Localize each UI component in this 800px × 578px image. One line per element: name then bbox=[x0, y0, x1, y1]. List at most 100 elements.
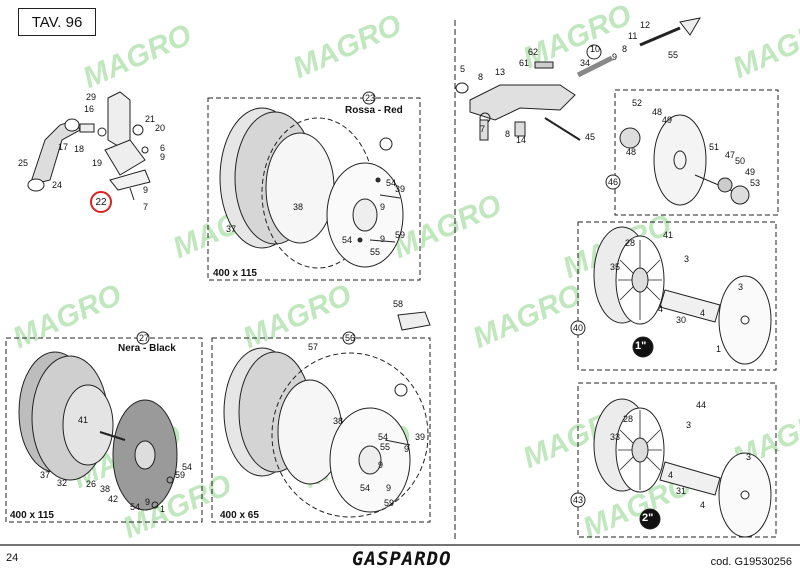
svg-text:9: 9 bbox=[380, 234, 385, 244]
table-title: TAV. 96 bbox=[18, 8, 96, 36]
svg-text:5: 5 bbox=[460, 64, 465, 74]
svg-text:4: 4 bbox=[700, 500, 705, 510]
svg-text:20: 20 bbox=[155, 123, 165, 133]
svg-text:9: 9 bbox=[378, 460, 383, 470]
svg-text:1: 1 bbox=[716, 344, 721, 354]
svg-text:48: 48 bbox=[626, 147, 636, 157]
svg-text:41: 41 bbox=[663, 230, 673, 240]
svg-text:37: 37 bbox=[226, 224, 236, 234]
svg-text:61: 61 bbox=[519, 58, 529, 68]
svg-text:34: 34 bbox=[580, 58, 590, 68]
panel-number-23: 23 bbox=[365, 93, 376, 103]
svg-text:54: 54 bbox=[182, 462, 192, 472]
svg-text:50: 50 bbox=[735, 156, 745, 166]
svg-text:32: 32 bbox=[57, 478, 67, 488]
svg-text:9: 9 bbox=[143, 185, 148, 195]
panel-title-rossa: Rossa - Red bbox=[345, 105, 403, 116]
brand-logo: GASPARDO bbox=[352, 548, 452, 570]
svg-text:21: 21 bbox=[145, 114, 155, 124]
panel-size-56: 400 x 65 bbox=[220, 510, 259, 521]
svg-text:16: 16 bbox=[84, 104, 94, 114]
svg-text:38: 38 bbox=[293, 202, 303, 212]
panel-number-40: 40 bbox=[573, 323, 584, 333]
svg-text:9: 9 bbox=[145, 497, 150, 507]
panel-title-nera: Nera - Black bbox=[118, 343, 176, 354]
highlighted-part-number: 22 bbox=[95, 197, 107, 208]
svg-text:8: 8 bbox=[622, 44, 627, 54]
svg-text:55: 55 bbox=[380, 442, 390, 452]
svg-text:49: 49 bbox=[662, 115, 672, 125]
svg-text:51: 51 bbox=[709, 142, 719, 152]
svg-text:38: 38 bbox=[333, 416, 343, 426]
svg-text:55: 55 bbox=[370, 247, 380, 257]
svg-text:41: 41 bbox=[78, 415, 88, 425]
svg-text:37: 37 bbox=[40, 470, 50, 480]
svg-text:33: 33 bbox=[610, 432, 620, 442]
svg-text:3: 3 bbox=[686, 420, 691, 430]
svg-text:45: 45 bbox=[585, 132, 595, 142]
document-code: cod. G19530256 bbox=[710, 556, 792, 568]
svg-text:26: 26 bbox=[86, 479, 96, 489]
svg-text:42: 42 bbox=[108, 494, 118, 504]
panel-number-56: 56 bbox=[345, 333, 356, 343]
svg-text:4: 4 bbox=[658, 304, 663, 314]
page-number: 24 bbox=[6, 552, 19, 564]
svg-text:4: 4 bbox=[668, 470, 673, 480]
panel-number-27: 27 bbox=[139, 333, 150, 343]
svg-text:59: 59 bbox=[384, 498, 394, 508]
svg-text:39: 39 bbox=[395, 184, 405, 194]
svg-text:8: 8 bbox=[505, 129, 510, 139]
svg-text:30: 30 bbox=[676, 315, 686, 325]
svg-text:7: 7 bbox=[480, 124, 485, 134]
svg-text:4: 4 bbox=[700, 308, 705, 318]
svg-text:53: 53 bbox=[750, 178, 760, 188]
svg-text:9: 9 bbox=[380, 202, 385, 212]
svg-text:1: 1 bbox=[160, 504, 165, 514]
svg-text:52: 52 bbox=[632, 98, 642, 108]
svg-text:28: 28 bbox=[623, 414, 633, 424]
svg-text:9: 9 bbox=[386, 483, 391, 493]
svg-text:62: 62 bbox=[528, 47, 538, 57]
svg-text:3: 3 bbox=[684, 254, 689, 264]
svg-text:44: 44 bbox=[696, 400, 706, 410]
svg-text:11: 11 bbox=[628, 31, 637, 41]
panel-size-nera: 400 x 115 bbox=[10, 510, 54, 521]
panel-number-46: 46 bbox=[608, 177, 619, 187]
svg-text:19: 19 bbox=[92, 158, 102, 168]
svg-text:7: 7 bbox=[143, 202, 148, 212]
svg-text:29: 29 bbox=[86, 92, 96, 102]
svg-text:55: 55 bbox=[668, 50, 678, 60]
svg-text:54: 54 bbox=[386, 178, 396, 188]
svg-text:28: 28 bbox=[625, 238, 635, 248]
svg-text:58: 58 bbox=[393, 299, 403, 309]
svg-text:3: 3 bbox=[738, 282, 743, 292]
svg-text:39: 39 bbox=[415, 432, 425, 442]
svg-text:31: 31 bbox=[676, 486, 686, 496]
svg-text:25: 25 bbox=[18, 158, 28, 168]
svg-text:54: 54 bbox=[378, 432, 388, 442]
svg-text:54: 54 bbox=[130, 502, 140, 512]
panel-number-43: 43 bbox=[573, 495, 584, 505]
svg-text:54: 54 bbox=[360, 483, 370, 493]
svg-text:9: 9 bbox=[404, 444, 409, 454]
svg-text:18: 18 bbox=[74, 144, 84, 154]
size-badge-2: 2" bbox=[642, 512, 654, 524]
svg-text:49: 49 bbox=[745, 167, 755, 177]
svg-text:3: 3 bbox=[746, 452, 751, 462]
svg-text:8: 8 bbox=[478, 72, 483, 82]
svg-text:14: 14 bbox=[516, 135, 526, 145]
svg-text:24: 24 bbox=[52, 180, 62, 190]
svg-text:6: 6 bbox=[160, 143, 165, 153]
svg-text:13: 13 bbox=[495, 67, 505, 77]
svg-text:47: 47 bbox=[725, 150, 735, 160]
svg-text:57: 57 bbox=[308, 342, 318, 352]
svg-text:59: 59 bbox=[175, 470, 185, 480]
svg-text:17: 17 bbox=[58, 142, 68, 152]
svg-text:48: 48 bbox=[652, 107, 662, 117]
panel-size-rossa: 400 x 115 bbox=[213, 268, 257, 279]
svg-text:59: 59 bbox=[395, 230, 405, 240]
svg-text:54: 54 bbox=[342, 235, 352, 245]
size-badge-1: 1" bbox=[635, 340, 647, 352]
